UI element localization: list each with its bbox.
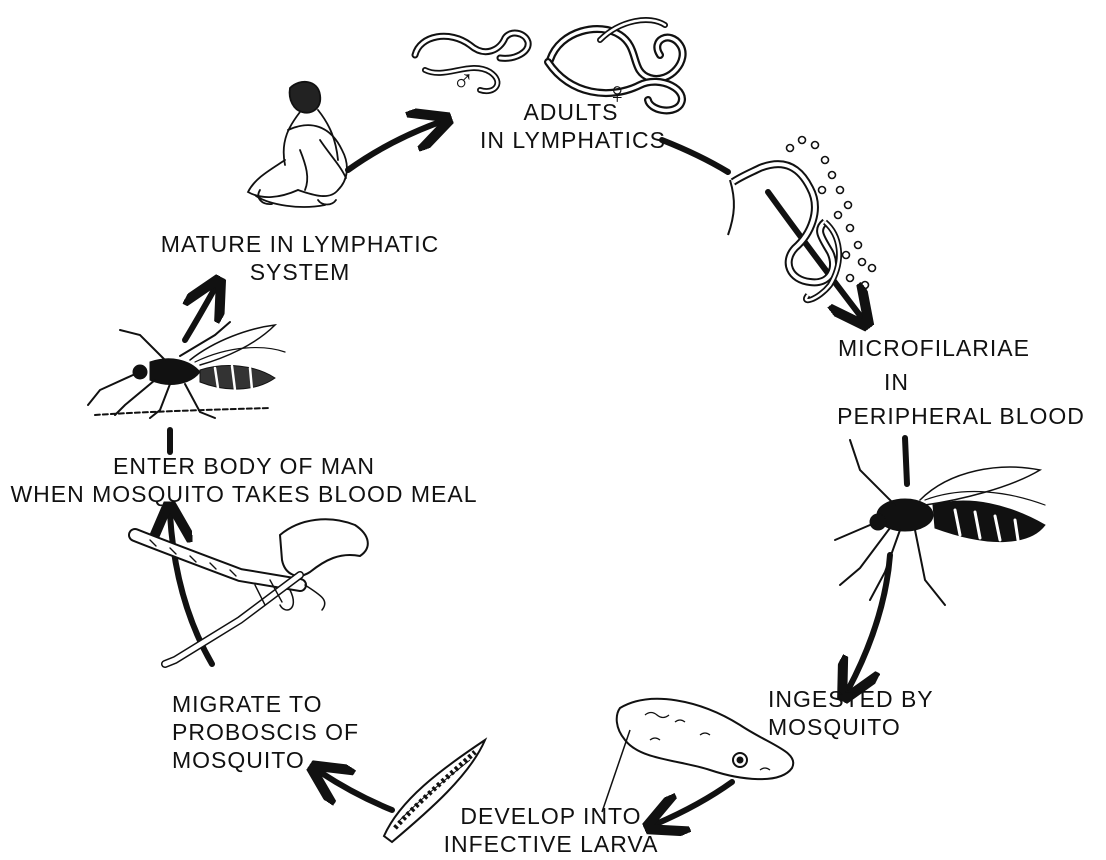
label-enter-line1: ENTER BODY OF MAN [2,452,486,480]
label-enter: ENTER BODY OF MAN WHEN MOSQUITO TAKES BL… [2,452,486,508]
arrow-human-to-adults [348,122,440,170]
label-ingested-line1: INGESTED BY [768,685,934,713]
label-adults: ADULTS IN LYMPHATICS [480,98,662,154]
label-microfilariae-line3: PERIPHERAL BLOOD [830,402,1092,430]
arrow-mosquito-to-mature [185,288,215,340]
microfilariae-icon [728,137,876,301]
label-microfilariae-line1: MICROFILARIAE [830,334,1092,362]
larva-in-gut-icon [602,699,793,812]
label-develop-line1: DEVELOP INTO [440,802,662,830]
label-migrate-line1: MIGRATE TO [172,690,359,718]
label-migrate-line2: PROBOSCIS OF [172,718,359,746]
human-figure-icon [248,82,347,207]
label-mature-line1: MATURE IN LYMPHATIC [150,230,450,258]
label-mature: MATURE IN LYMPHATIC SYSTEM [150,230,450,286]
label-migrate: MIGRATE TO PROBOSCIS OF MOSQUITO [172,690,359,774]
label-adults-line2: IN LYMPHATICS [480,126,662,154]
label-ingested: INGESTED BY MOSQUITO [768,685,934,741]
feeding-mosquito-icon [835,440,1045,605]
label-mature-line2: SYSTEM [150,258,450,286]
label-enter-line2: WHEN MOSQUITO TAKES BLOOD MEAL [2,480,486,508]
label-develop-line2: INFECTIVE LARVA [440,830,662,858]
label-adults-line1: ADULTS [480,98,662,126]
arrow-develop-to-migrate [320,772,392,810]
arrow-blood-to-mosquito [905,438,907,484]
label-microfilariae-line2: IN [830,362,1092,402]
arrow-larva-to-develop [656,782,732,824]
label-develop: DEVELOP INTO INFECTIVE LARVA [440,802,662,858]
label-microfilariae: MICROFILARIAE IN PERIPHERAL BLOOD [830,334,1092,430]
male-symbol: ♂ [452,68,476,96]
female-symbol: ♀ [606,80,630,108]
label-migrate-line3: MOSQUITO [172,746,359,774]
arrow-adults-to-microfilariae [662,140,728,172]
label-ingested-line2: MOSQUITO [768,713,934,741]
